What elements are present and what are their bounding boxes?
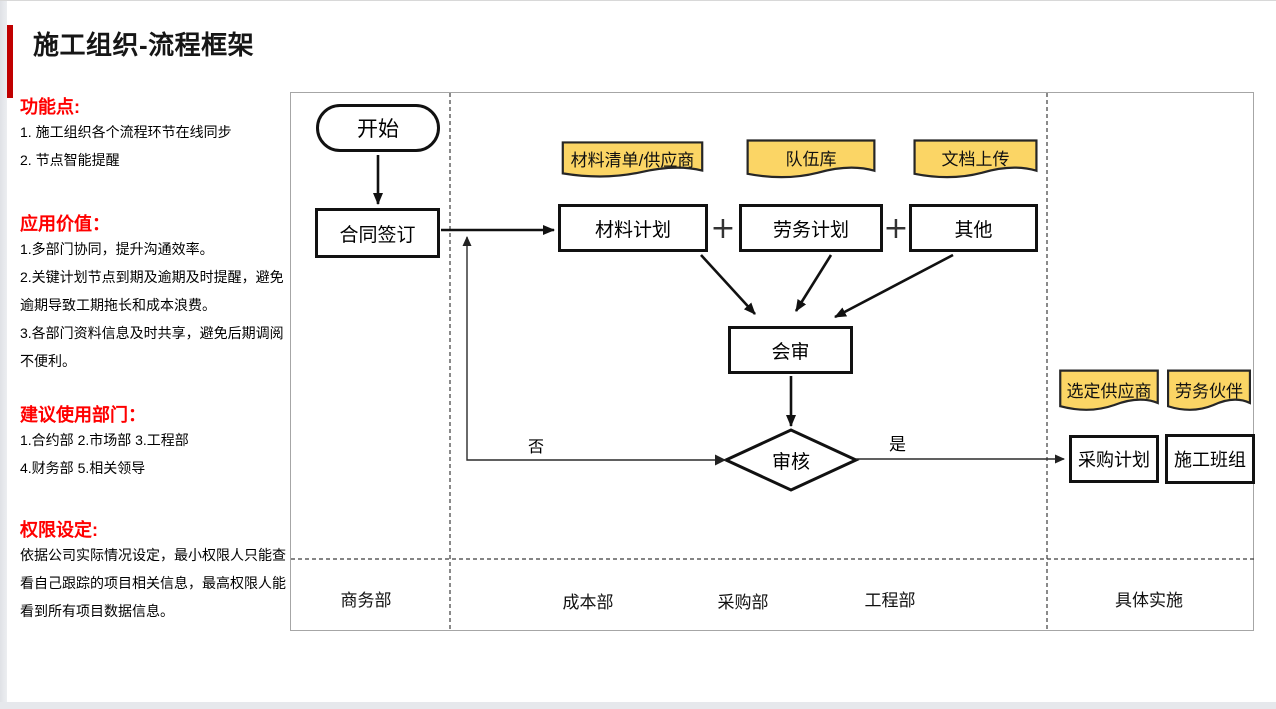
lane-label-procurement: 采购部 [717, 593, 769, 612]
window-edge-bottom [0, 702, 1276, 709]
section-line: 2.关键计划节点到期及逾期及时提醒，避免逾期导致工期拖长和成本浪费。 [20, 269, 284, 313]
note-selected-supplier: 选定供应商 [1059, 369, 1159, 415]
note-label: 选定供应商 [1066, 381, 1152, 401]
note-material-list: 材料清单/供应商 [561, 141, 704, 181]
section-line: 3.各部门资料信息及时共享，避免后期调阅不便利。 [20, 325, 284, 369]
node-joint-review: 会审 [728, 326, 853, 374]
lane-label-cost: 成本部 [562, 593, 614, 612]
document-shape-icon [1059, 369, 1159, 415]
label-yes: 是 [889, 435, 906, 454]
document-shape-icon [913, 139, 1038, 182]
section-heading: 功能点: [20, 97, 80, 117]
arrow-labor-to-joint-review [794, 254, 833, 312]
section-permission-settings: 权限设定: 依据公司实际情况设定，最小权限人只能查看自己跟踪的项目相关信息，最高… [20, 519, 290, 625]
flow-connectors [291, 93, 1255, 632]
arrow-other-to-joint-review [834, 253, 954, 319]
section-heading: 权限设定: [20, 520, 98, 540]
plus-operator-2: + [883, 210, 909, 246]
note-team-library: 队伍库 [746, 139, 876, 182]
section-heading: 应用价值： [20, 214, 110, 234]
note-label: 队伍库 [785, 150, 837, 169]
node-review-label: 审核 [771, 451, 810, 473]
label-no: 否 [528, 439, 545, 456]
node-procurement-plan: 采购计划 [1069, 435, 1159, 483]
window-edge-top [0, 0, 1276, 1]
note-doc-upload: 文档上传 [913, 139, 1038, 182]
section-function-points: 功能点: 1. 施工组织各个流程环节在线同步 2. 节点智能提醒 [20, 96, 290, 174]
lane-label-implementation: 具体实施 [1115, 591, 1183, 610]
document-shape-icon [561, 141, 704, 181]
page-title: 施工组织-流程框架 [33, 30, 255, 60]
section-line: 依据公司实际情况设定，最小权限人只能查看自己跟踪的项目相关信息，最高权限人能看到… [20, 547, 286, 619]
lane-label-engineering: 工程部 [864, 591, 916, 610]
section-line: 1.多部门协同，提升沟通效率。 [20, 241, 214, 257]
node-material-plan: 材料计划 [558, 204, 708, 252]
node-construction-crew: 施工班组 [1165, 434, 1255, 484]
node-start: 开始 [316, 104, 440, 152]
section-line: 2. 节点智能提醒 [20, 152, 120, 168]
document-shape-icon [1167, 369, 1251, 415]
lane-label-business: 商务部 [340, 591, 392, 610]
note-label: 劳务伙伴 [1175, 381, 1243, 401]
section-suggested-departments: 建议使用部门： 1.合约部 2.市场部 3.工程部 4.财务部 5.相关领导 [20, 404, 290, 482]
node-other: 其他 [909, 204, 1038, 252]
section-application-value: 应用价值： 1.多部门协同，提升沟通效率。 2.关键计划节点到期及逾期及时提醒，… [20, 213, 290, 375]
note-label: 材料清单/供应商 [570, 150, 695, 170]
section-heading: 建议使用部门： [20, 405, 146, 425]
plus-operator-1: + [710, 210, 736, 246]
node-contract-signing: 合同签订 [315, 208, 440, 258]
node-labor-plan: 劳务计划 [739, 204, 883, 252]
window-edge-left [0, 0, 7, 709]
note-label: 文档上传 [941, 150, 1010, 169]
section-line: 1. 施工组织各个流程环节在线同步 [20, 124, 232, 140]
flowchart-canvas: 材料清单/供应商 队伍库 文档上传 选定供应商 劳务伙伴 开始 合同签订 材料计… [290, 92, 1255, 632]
review-diamond-shape [722, 428, 860, 492]
title-accent-bar [7, 25, 13, 98]
connector-no-arrowhead-at-diamond [715, 454, 726, 466]
section-line: 4.财务部 5.相关领导 [20, 460, 146, 476]
document-shape-icon [746, 139, 876, 182]
arrow-material-to-joint-review [700, 254, 756, 315]
connector-no-branch [462, 236, 726, 461]
note-labor-partner: 劳务伙伴 [1167, 369, 1251, 415]
section-line: 1.合约部 2.市场部 3.工程部 [20, 432, 189, 448]
